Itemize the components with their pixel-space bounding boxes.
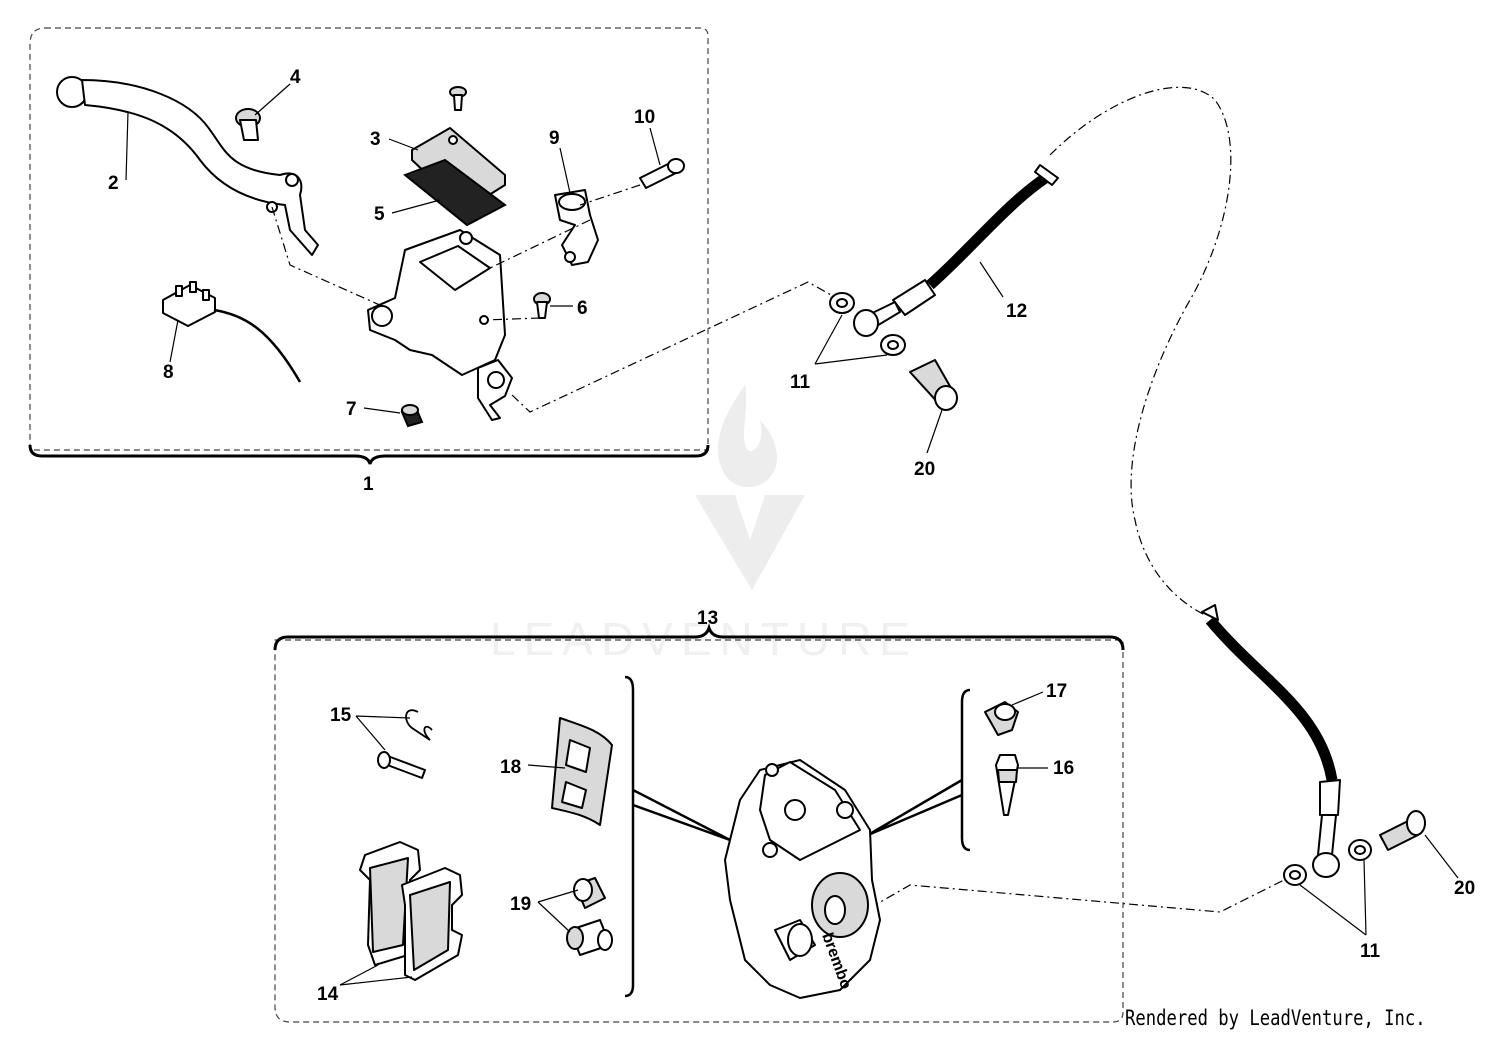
callout-5: 5 (374, 204, 385, 225)
pointer-left (632, 788, 731, 842)
credit-text: Rendered by LeadVenture, Inc. (1125, 1006, 1426, 1030)
group-13-brace (273, 623, 1125, 651)
handlebar-clamp (554, 189, 599, 266)
washer-lower-a (1283, 864, 1307, 886)
callout-1: 1 (363, 474, 374, 495)
leader-2 (125, 111, 129, 181)
group-13-frame (274, 639, 1124, 1023)
washer-lower-b (1348, 839, 1372, 861)
callout-14: 14 (317, 984, 339, 1005)
brake-pad-front (401, 867, 463, 981)
brake-line-route-long (1049, 86, 1232, 616)
brake-line-route-upper (511, 281, 841, 413)
master-cylinder-body (367, 229, 513, 421)
watermark-text: LEADVENTURE (490, 613, 918, 665)
leadventure-logo-icon (695, 385, 805, 590)
assembly-line-bolt (579, 184, 641, 206)
callout-11-lower: 11 (1360, 941, 1381, 962)
callout-8: 8 (163, 362, 174, 383)
caliper-bushing-b (566, 919, 613, 956)
clamp-bolt (639, 158, 685, 189)
leader-15 (355, 715, 411, 751)
callout-3: 3 (370, 129, 381, 150)
washer-upper-b (880, 334, 906, 356)
leader-10 (649, 127, 661, 166)
leader-20-lower (1424, 834, 1459, 879)
callout-10: 10 (634, 107, 655, 128)
callout-4: 4 (290, 67, 301, 88)
callout-20-upper: 20 (914, 459, 935, 480)
brake-hose-upper (853, 164, 1059, 337)
callout-20-lower: 20 (1454, 878, 1475, 899)
cover-screw (449, 86, 467, 111)
assembly-line-lever (271, 206, 383, 307)
leader-19 (537, 889, 579, 933)
small-screw (533, 292, 551, 319)
callout-15: 15 (330, 705, 352, 726)
callout-19: 19 (510, 894, 531, 915)
callout-17: 17 (1046, 681, 1067, 702)
leader-8 (169, 319, 179, 363)
leader-4 (254, 83, 291, 116)
callout-12: 12 (1006, 301, 1027, 322)
leader-18 (527, 764, 566, 769)
leader-7 (363, 407, 401, 414)
group-1-brace (28, 444, 710, 465)
rubber-boot (400, 404, 424, 428)
pad-pin (377, 709, 433, 779)
leader-3 (388, 138, 419, 151)
assembly-line-screw (483, 317, 541, 321)
inner-bracket-left (624, 675, 635, 998)
bleeder-valve (995, 754, 1019, 816)
washer-upper-a (829, 292, 855, 314)
brake-caliper: brembo (724, 759, 881, 999)
diaphragm (403, 158, 507, 227)
caliper-bushing-a (573, 877, 606, 909)
brake-hose-lower (1201, 604, 1341, 878)
callout-11-upper: 11 (790, 372, 811, 393)
callout-2: 2 (108, 173, 119, 194)
callout-16: 16 (1053, 758, 1074, 779)
banjo-bolt-lower (1379, 810, 1426, 851)
leader-20-upper (926, 409, 943, 454)
brake-line-route-lower (869, 877, 1289, 913)
leader-17 (1011, 691, 1044, 706)
brake-switch (162, 281, 302, 383)
leader-12 (979, 261, 1004, 298)
callout-13: 13 (697, 608, 718, 629)
bleeder-cap (984, 701, 1019, 736)
callout-18: 18 (500, 757, 521, 778)
leader-11-upper (814, 314, 888, 365)
leader-9 (559, 147, 571, 194)
leader-14 (339, 964, 413, 986)
leader-11-lower (1299, 859, 1367, 936)
pointer-right (867, 778, 963, 837)
leader-5 (391, 199, 441, 214)
banjo-bolt-upper (909, 359, 958, 411)
callout-6: 6 (577, 298, 588, 319)
inner-bracket-right (960, 688, 971, 852)
callout-9: 9 (549, 128, 560, 149)
anti-rattle-spring (551, 717, 613, 826)
callout-7: 7 (346, 399, 357, 420)
pivot-screw (235, 108, 261, 141)
